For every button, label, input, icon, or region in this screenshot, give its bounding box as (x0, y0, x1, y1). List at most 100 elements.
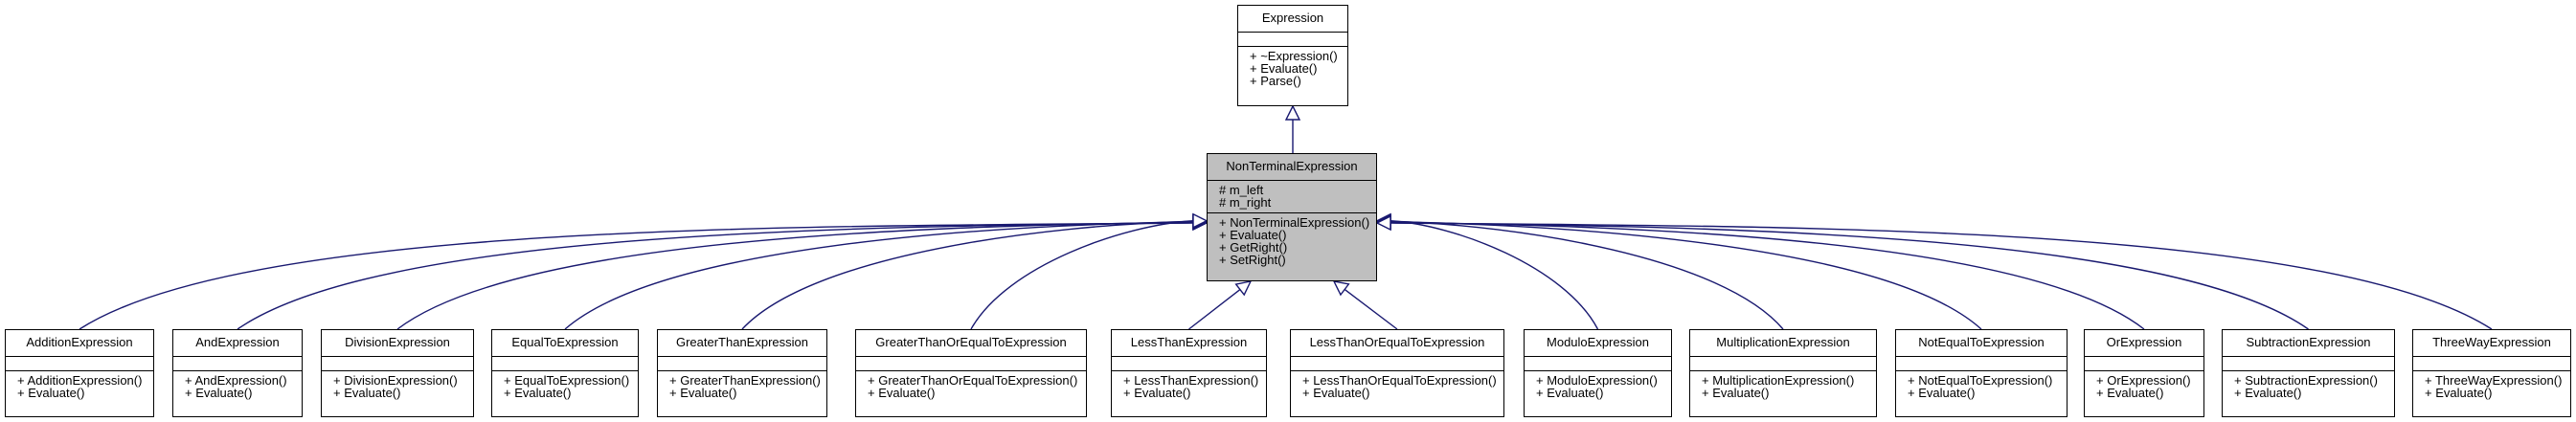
operations-section: + GreaterThanOrEqualToExpression() + Eva… (856, 371, 1086, 403)
operations-section: + AdditionExpression() + Evaluate() (6, 371, 153, 403)
operation: + Evaluate() (2234, 386, 2302, 400)
class-box-equaltoexpression[interactable]: EqualToExpression + EqualToExpression() … (491, 329, 639, 417)
operations-section: + ModuloExpression() + Evaluate() (1525, 371, 1671, 403)
attributes-section (6, 357, 153, 371)
operations-section: + MultiplicationExpression() + Evaluate(… (1690, 371, 1876, 403)
operation: + ModuloExpression() (1536, 373, 1658, 388)
operations-section: + NonTerminalExpression() + Evaluate() +… (1208, 213, 1376, 270)
operation: + GreaterThanOrEqualToExpression() (868, 373, 1078, 388)
operation: + Evaluate() (1123, 386, 1191, 400)
operations-section: + AndExpression() + Evaluate() (173, 371, 302, 403)
operation: + GetRight() (1219, 240, 1288, 255)
inheritance-edge-additionexpression-to-nonterminalexpression (79, 222, 1194, 330)
class-box-additionexpression[interactable]: AdditionExpression + AdditionExpression(… (5, 329, 154, 417)
class-name: GreaterThanExpression (658, 330, 826, 357)
operation: + Evaluate() (185, 386, 253, 400)
inheritance-edge-greaterthanorequaltoexpression-to-nonterminalexpression (970, 220, 1194, 330)
class-box-threewayexpression[interactable]: ThreeWayExpression + ThreeWayExpression(… (2412, 329, 2571, 417)
operation: + Parse() (1250, 74, 1301, 88)
attribute: # m_left (1219, 183, 1264, 197)
operation: + Evaluate() (504, 386, 572, 400)
class-name: MultiplicationExpression (1690, 330, 1876, 357)
operations-section: + SubtractionExpression() + Evaluate() (2223, 371, 2394, 403)
operation: + AndExpression() (185, 373, 287, 388)
attributes-section (322, 357, 473, 371)
inheritance-edge-moduloexpression-to-nonterminalexpression (1390, 220, 1599, 330)
attributes-section (1896, 357, 2067, 371)
class-box-andexpression[interactable]: AndExpression + AndExpression() + Evalua… (172, 329, 303, 417)
operations-section: + EqualToExpression() + Evaluate() (492, 371, 638, 403)
operations-section: + ThreeWayExpression() + Evaluate() (2413, 371, 2570, 403)
class-name: AdditionExpression (6, 330, 153, 357)
class-name: LessThanOrEqualToExpression (1291, 330, 1503, 357)
attributes-section (1112, 357, 1266, 371)
inheritance-edge-lessthanexpression-to-nonterminalexpression (1188, 289, 1241, 330)
operation: + Evaluate() (17, 386, 85, 400)
class-box-orexpression[interactable]: OrExpression + OrExpression() + Evaluate… (2084, 329, 2204, 417)
operation: + OrExpression() (2096, 373, 2191, 388)
class-name: GreaterThanOrEqualToExpression (856, 330, 1086, 357)
operation: + Evaluate() (669, 386, 737, 400)
class-box-nonterminalexpression[interactable]: NonTerminalExpression # m_left # m_right… (1207, 153, 1377, 281)
attributes-section (492, 357, 638, 371)
operation: + LessThanExpression() (1123, 373, 1259, 388)
class-box-divisionexpression[interactable]: DivisionExpression + DivisionExpression(… (321, 329, 474, 417)
attributes-section (2413, 357, 2570, 371)
inheritance-edge-orexpression-to-nonterminalexpression (1390, 221, 2145, 330)
class-box-greaterthanexpression[interactable]: GreaterThanExpression + GreaterThanExpre… (657, 329, 827, 417)
operations-section: + LessThanOrEqualToExpression() + Evalua… (1291, 371, 1503, 403)
operation: + Evaluate() (1702, 386, 1770, 400)
inheritance-edge-subtractionexpression-to-nonterminalexpression (1390, 222, 2309, 330)
attribute: # m_right (1219, 195, 1272, 210)
class-name: DivisionExpression (322, 330, 473, 357)
operations-section: + NotEqualToExpression() + Evaluate() (1896, 371, 2067, 403)
operation: + Evaluate() (1536, 386, 1604, 400)
operation: + Evaluate() (1250, 61, 1318, 76)
operation: + NonTerminalExpression() (1219, 215, 1370, 230)
operation: + ~Expression() (1250, 49, 1338, 63)
attributes-section (1525, 357, 1671, 371)
class-name: AndExpression (173, 330, 302, 357)
class-name: NotEqualToExpression (1896, 330, 2067, 357)
inheritance-arrowhead (1332, 280, 1350, 297)
inheritance-edge-greaterthanexpression-to-nonterminalexpression (741, 220, 1194, 330)
operation: + AdditionExpression() (17, 373, 143, 388)
class-name: SubtractionExpression (2223, 330, 2394, 357)
class-box-notequaltoexpression[interactable]: NotEqualToExpression + NotEqualToExpress… (1895, 329, 2068, 417)
class-box-moduloexpression[interactable]: ModuloExpression + ModuloExpression() + … (1524, 329, 1672, 417)
attributes-section (856, 357, 1086, 371)
operation: + Evaluate() (1908, 386, 1976, 400)
inheritance-edge-threewayexpression-to-nonterminalexpression (1390, 222, 2493, 330)
operation: + GreaterThanExpression() (669, 373, 821, 388)
class-box-subtractionexpression[interactable]: SubtractionExpression + SubtractionExpre… (2222, 329, 2395, 417)
inheritance-edge-lessthanorequaltoexpression-to-nonterminalexpression (1344, 288, 1398, 330)
operation: + SetRight() (1219, 253, 1286, 267)
inheritance-edge-equaltoexpression-to-nonterminalexpression (564, 221, 1194, 330)
class-box-lessthanorequaltoexpression[interactable]: LessThanOrEqualToExpression + LessThanOr… (1290, 329, 1504, 417)
operation: + Evaluate() (333, 386, 401, 400)
attributes-section (658, 357, 826, 371)
class-name: OrExpression (2085, 330, 2203, 357)
attributes-section (1291, 357, 1503, 371)
attributes-section (1238, 33, 1347, 47)
operation: + Evaluate() (1302, 386, 1370, 400)
operations-section: + GreaterThanExpression() + Evaluate() (658, 371, 826, 403)
operation: + Evaluate() (868, 386, 936, 400)
class-box-lessthanexpression[interactable]: LessThanExpression + LessThanExpression(… (1111, 329, 1267, 417)
class-box-multiplicationexpression[interactable]: MultiplicationExpression + Multiplicatio… (1689, 329, 1877, 417)
operation: + EqualToExpression() (504, 373, 630, 388)
operation: + ThreeWayExpression() (2425, 373, 2563, 388)
attributes-section (2223, 357, 2394, 371)
inheritance-edge-andexpression-to-nonterminalexpression (237, 222, 1194, 330)
inheritance-arrowhead (1234, 280, 1253, 297)
attributes-section (1690, 357, 1876, 371)
class-box-greaterthanorequaltoexpression[interactable]: GreaterThanOrEqualToExpression + Greater… (855, 329, 1087, 417)
operation: + MultiplicationExpression() (1702, 373, 1855, 388)
class-box-expression[interactable]: Expression + ~Expression() + Evaluate() … (1237, 5, 1348, 106)
inheritance-arrowhead (1284, 104, 1301, 121)
operation: + DivisionExpression() (333, 373, 458, 388)
operations-section: + LessThanExpression() + Evaluate() (1112, 371, 1266, 403)
class-name: ModuloExpression (1525, 330, 1671, 357)
